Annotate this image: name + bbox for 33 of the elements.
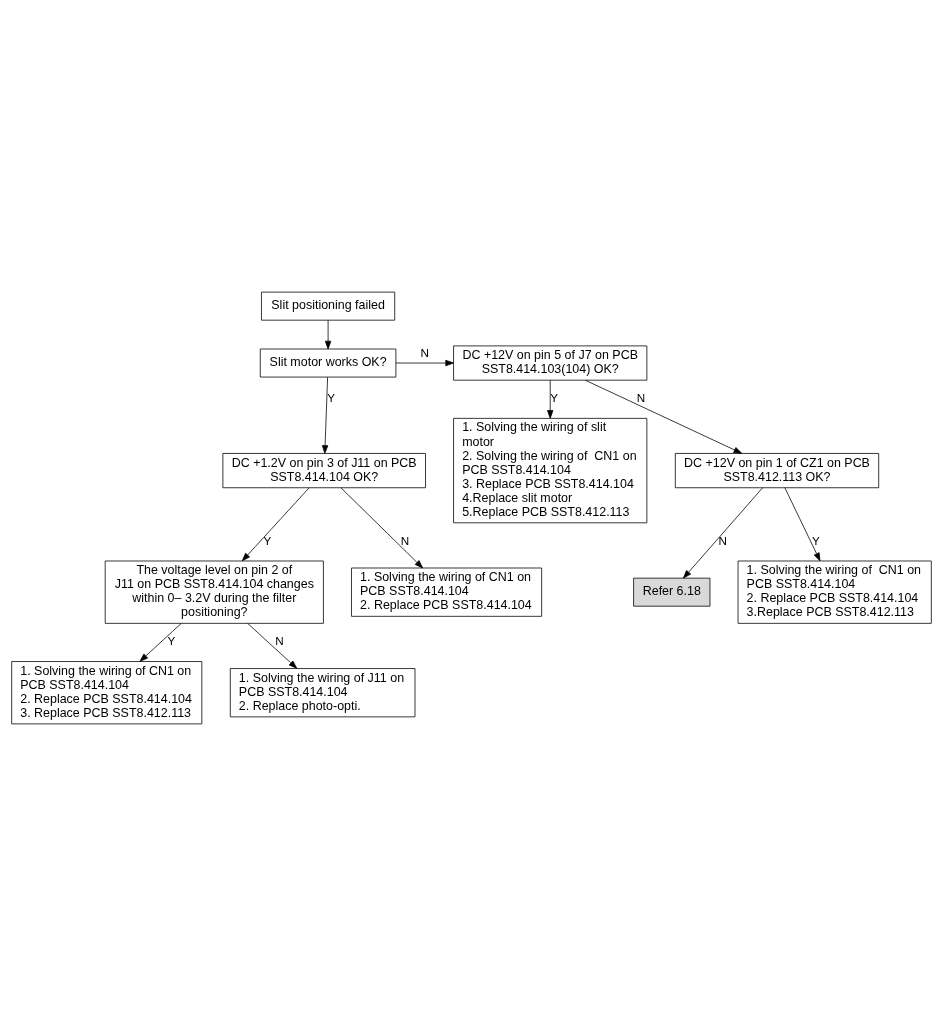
edge-label: N — [400, 533, 410, 547]
node-box: 1. Solving the wiring of CN1 on PCB SST8.414.104 2. Replace PCB SST8.414.104 — [351, 567, 543, 617]
node-box: 1. Solving the wiring of CN1 on PCB SST8.414.104 2. Replace PCB SST8.414.104 3.Replace PCB SST8.412.113 — [737, 560, 932, 624]
arrow — [241, 486, 310, 561]
edge-label: Y — [812, 533, 820, 547]
arrow — [395, 359, 454, 366]
node-box: 1. Solving the wiring of CN1 on PCB SST8.414.104 2. Replace PCB SST8.414.104 3. Replace PCB SST8.412.113 — [11, 660, 203, 724]
node-box: 1. Solving the wiring of slit motor 2. Solving the wiring of CN1 on PCB SST8.414.104 3. Replace PCB SST8.414.104 4.Replace slit motor 5.Replace PCB SST8.412.113 — [453, 417, 648, 523]
edge-label: Y — [263, 533, 272, 547]
arrow — [585, 379, 743, 454]
arrow — [139, 622, 182, 662]
arrow — [340, 486, 424, 568]
node-box: DC +12V on pin 1 of CZ1 on PCB SST8.412.113 OK? — [674, 452, 880, 488]
arrow — [322, 376, 329, 454]
edge-label: N — [420, 345, 429, 359]
arrow — [547, 379, 554, 419]
edge-label: Y — [327, 390, 336, 404]
node-box: Refer 6.18 — [633, 577, 711, 607]
edge-label: N — [275, 633, 284, 647]
arrow — [683, 486, 763, 578]
edge-label: N — [636, 390, 646, 404]
edge-label: Y — [550, 390, 559, 404]
arrow — [325, 319, 332, 349]
node-box: Slit positioning failed — [261, 291, 396, 321]
arrow — [247, 622, 298, 669]
edge-label: N — [718, 533, 728, 547]
node-box: Slit motor works OK? — [259, 348, 397, 377]
node-box: DC +1.2V on pin 3 of J11 on PCB SST8.414.104 OK? — [222, 452, 426, 488]
edge-label: Y — [167, 633, 176, 647]
arrow — [784, 486, 821, 561]
node-box: The voltage level on pin 2 of J11 on PCB SST8.414.104 changes within 0– 3.2V during the filter positioning? — [104, 560, 324, 624]
node-box: 1. Solving the wiring of J11 on PCB SST8.414.104 2. Replace photo-opti. — [229, 667, 416, 717]
node-box: DC +12V on pin 5 of J7 on PCB SST8.414.103(104) OK? — [453, 345, 648, 381]
